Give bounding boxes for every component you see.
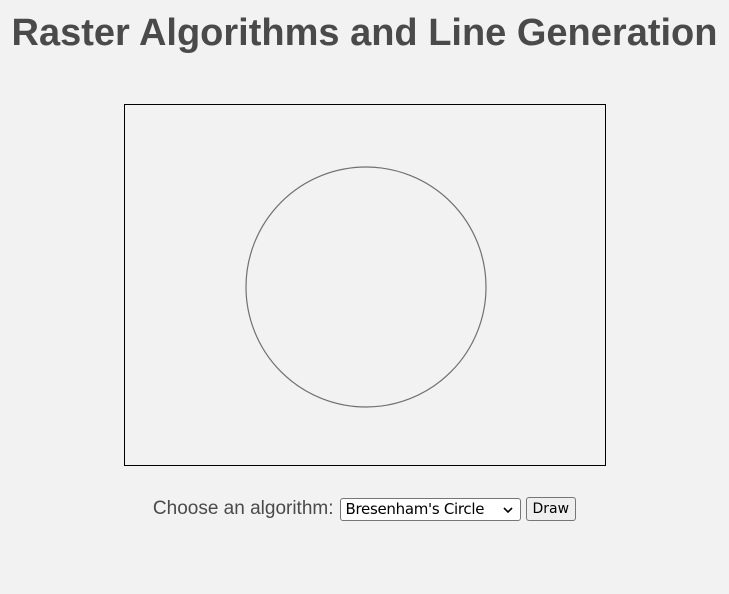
chevron-down-icon [502, 506, 513, 513]
drawn-circle [245, 166, 487, 408]
draw-button[interactable]: Draw [525, 497, 577, 521]
drawing-canvas[interactable] [124, 104, 606, 466]
algorithm-select-value: Bresenham's Circle [345, 500, 485, 518]
page-title: Raster Algorithms and Line Generation [11, 12, 718, 54]
algorithm-select[interactable]: Bresenham's Circle [339, 497, 521, 521]
canvas-drawing [245, 166, 487, 408]
controls-bar: Choose an algorithm: Bresenham's Circle … [0, 496, 729, 522]
algorithm-label: Choose an algorithm: [152, 498, 334, 519]
